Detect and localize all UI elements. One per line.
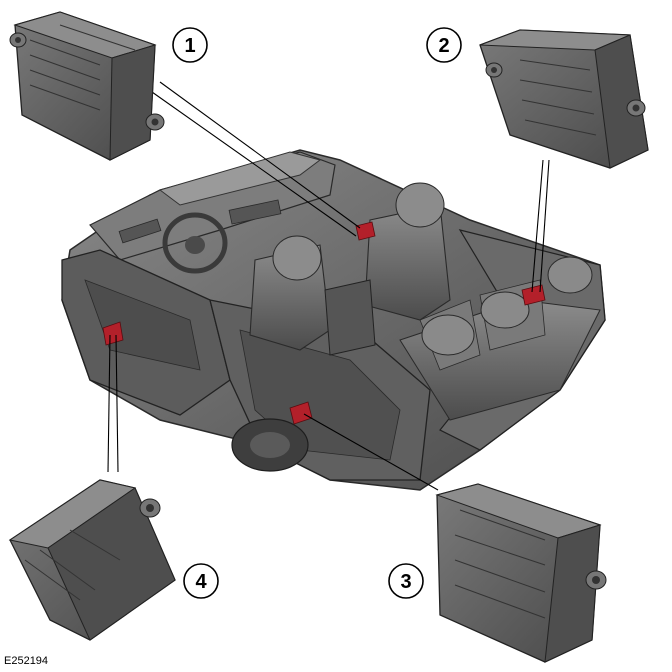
- callout-4-label: 4: [195, 571, 207, 593]
- marker-4: [102, 321, 124, 346]
- leader-lines: [107, 81, 550, 491]
- module-location-markers: [102, 221, 546, 425]
- callout-2: 2: [426, 27, 462, 63]
- marker-1: [355, 221, 376, 241]
- module-1-illustration: [9, 11, 165, 161]
- vehicle-body: [61, 149, 606, 491]
- reference-code: E252194: [4, 655, 49, 667]
- callout-4: 4: [183, 563, 219, 599]
- callout-1-label: 1: [184, 35, 195, 57]
- callout-3: 3: [388, 563, 424, 599]
- module-3-illustration: [435, 483, 607, 663]
- callout-1: 1: [172, 27, 208, 63]
- callout-3-label: 3: [400, 571, 411, 593]
- module-4-illustration: [8, 479, 176, 641]
- marker-2: [521, 284, 546, 306]
- module-2-illustration: [479, 29, 649, 169]
- callout-2-label: 2: [438, 35, 449, 57]
